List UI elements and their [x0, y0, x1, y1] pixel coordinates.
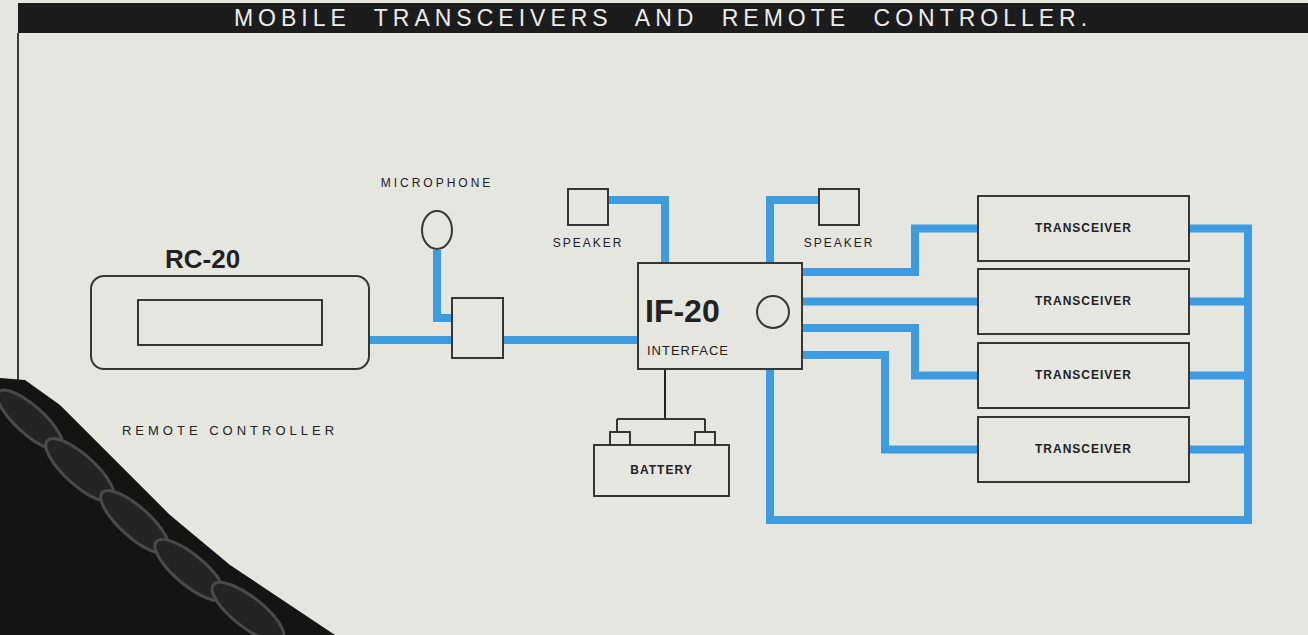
speaker-box: SPEAKER — [567, 188, 609, 226]
cable-line — [770, 370, 1248, 520]
terminal-bar — [617, 419, 705, 432]
node-label: TRANSCEIVER — [1035, 443, 1132, 457]
cable-line — [609, 200, 665, 262]
microphone-symbol: MICROPHONE — [421, 210, 453, 250]
cord-coil — [204, 573, 292, 635]
node-label: SPEAKER — [553, 237, 624, 251]
cable-line — [803, 355, 977, 450]
remote-controller: RC-20REMOTE CONTROLLER — [90, 275, 370, 370]
panel-border — [17, 33, 19, 380]
battery-terminal — [695, 432, 715, 445]
cable-line — [803, 298, 977, 306]
label-holder: SPEAKER — [553, 237, 624, 251]
node-label: TRANSCEIVER — [1035, 222, 1132, 236]
microphone-outline — [422, 211, 452, 249]
label-holder: TRANSCEIVER — [979, 418, 1188, 481]
cable-line — [803, 229, 977, 273]
battery-outline — [593, 418, 730, 497]
node-label: REMOTE CONTROLLER — [122, 424, 338, 439]
node-label: INTERFACE — [647, 344, 729, 359]
node-label: TRANSCEIVER — [1035, 369, 1132, 383]
node-label: RC-20 — [165, 245, 240, 275]
transceiver-box: TRANSCEIVER — [977, 342, 1190, 409]
junction-box — [452, 298, 503, 358]
diagram-title: MOBILE TRANSCEIVERS AND REMOTE CONTROLLE… — [234, 5, 1092, 32]
label-holder: TRANSCEIVER — [979, 270, 1188, 333]
transceiver-box: TRANSCEIVER — [977, 195, 1190, 262]
display-window — [138, 300, 322, 345]
coiled-cord — [0, 378, 335, 635]
label-holder: REMOTE CONTROLLER — [122, 424, 338, 439]
battery-case — [594, 445, 729, 496]
node-label: TRANSCEIVER — [1035, 295, 1132, 309]
cord-body — [0, 378, 335, 635]
label-holder: BATTERY — [593, 445, 730, 497]
label-holder: IF-20 — [645, 293, 720, 330]
label-holder: MICROPHONE — [381, 177, 494, 191]
label-holder: TRANSCEIVER — [979, 344, 1188, 407]
power-lead — [664, 370, 666, 418]
node-label: IF-20 — [645, 293, 720, 330]
label-holder: SPEAKER — [804, 237, 875, 251]
label-holder: INTERFACE — [647, 344, 729, 359]
ellipse-outline — [421, 210, 453, 250]
node-label: MICROPHONE — [381, 177, 494, 191]
cable-line — [770, 200, 818, 262]
battery-terminal — [610, 432, 630, 445]
node-label: SPEAKER — [804, 237, 875, 251]
interface-box: IF-20INTERFACE — [637, 262, 803, 370]
interface-knob — [757, 296, 789, 328]
transceiver-box: TRANSCEIVER — [977, 416, 1190, 483]
title-bar: MOBILE TRANSCEIVERS AND REMOTE CONTROLLE… — [18, 3, 1308, 33]
cable-line — [770, 370, 1248, 520]
transceiver-box: TRANSCEIVER — [977, 268, 1190, 335]
battery-symbol: BATTERY — [593, 418, 730, 497]
speaker-box: SPEAKER — [818, 188, 860, 226]
label-holder: TRANSCEIVER — [979, 197, 1188, 260]
cable-line — [770, 229, 1248, 521]
label-holder: RC-20 — [165, 245, 240, 275]
node-label: BATTERY — [630, 464, 692, 478]
